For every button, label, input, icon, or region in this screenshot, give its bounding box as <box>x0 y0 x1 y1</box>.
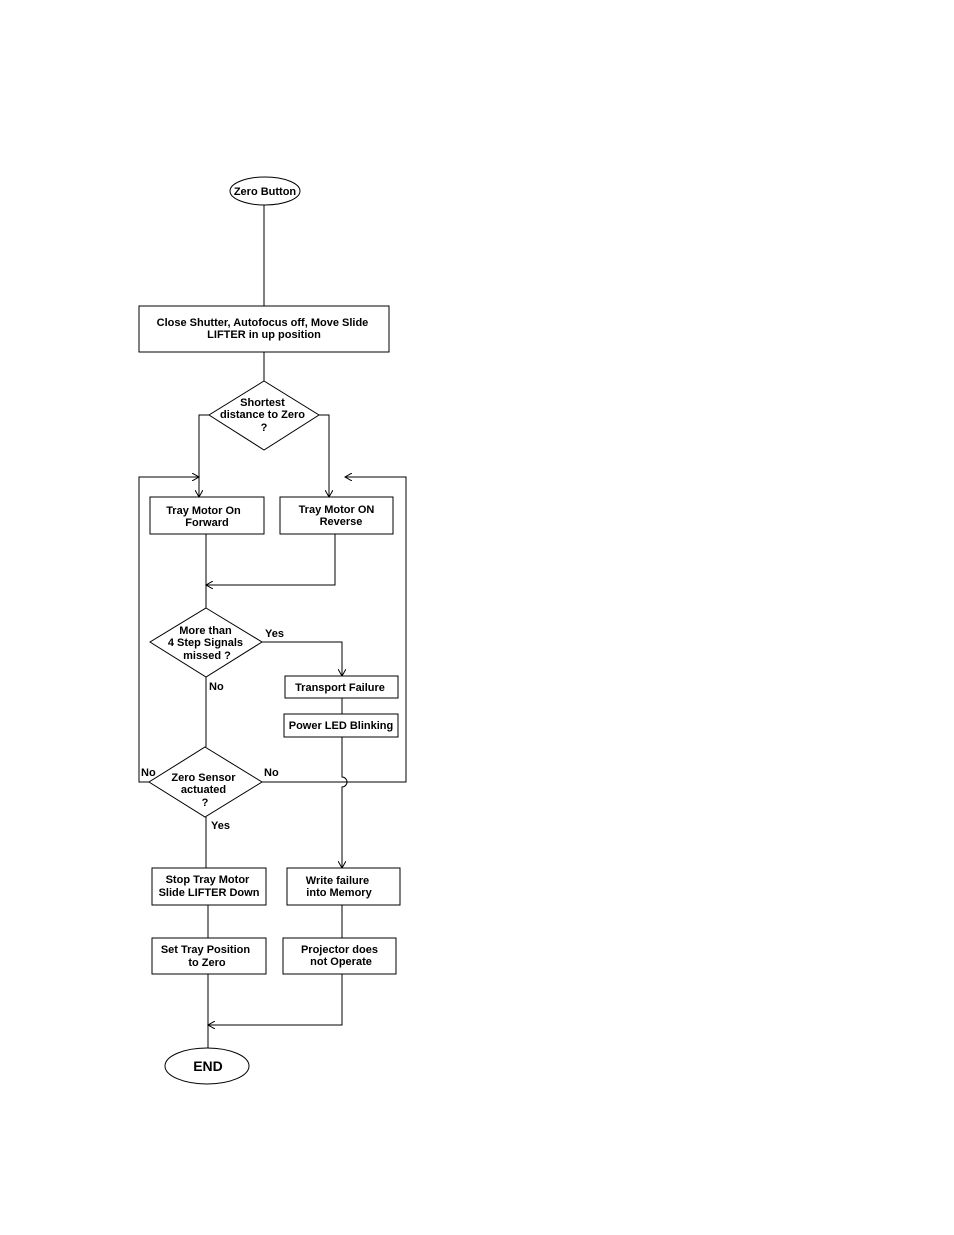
connectors <box>138 205 407 1048</box>
projector-box: Projector does not Operate <box>282 937 397 975</box>
branch-labels: Yes No No No Yes <box>141 628 284 832</box>
label-more-yes: Yes <box>265 628 284 640</box>
set-tray-box: Set Tray Position to Zero <box>151 937 267 975</box>
label-zero-no-left: No <box>141 767 156 779</box>
connector-zero-no-left-loop <box>138 477 199 783</box>
transport-failure-box: Transport Failure <box>284 675 399 699</box>
stop-tray-label: Stop Tray Motor Slide LIFTER Down <box>159 874 260 899</box>
tray-motor-forward-box: Tray Motor On Forward <box>149 496 265 535</box>
zero-sensor-label: Zero Sensor actuated ? <box>171 772 238 809</box>
zero-sensor-decision: Zero Sensor actuated ? <box>148 746 263 818</box>
label-zero-no-right: No <box>264 767 279 779</box>
power-led-label: Power LED Blinking <box>289 720 394 732</box>
connector-zero-no-right-loop <box>262 477 407 783</box>
shortest-distance-decision: Shortest distance to Zero ? <box>208 380 320 451</box>
close-shutter-label: Close Shutter, Autofocus off, Move Slide… <box>157 317 372 341</box>
write-failure-label: Write failure into Memory <box>306 875 373 899</box>
label-more-no: No <box>209 681 224 693</box>
connector-more-yes <box>262 641 342 676</box>
close-shutter-box: Close Shutter, Autofocus off, Move Slide… <box>138 305 390 353</box>
shortest-distance-label: Shortest distance to Zero ? <box>220 397 308 434</box>
step-signals-label: More than 4 Step Signals missed ? <box>168 625 246 662</box>
end-terminal-label: END <box>193 1058 223 1074</box>
stop-tray-box: Stop Tray Motor Slide LIFTER Down <box>151 867 267 906</box>
projector-label: Projector does not Operate <box>301 944 381 968</box>
connector-led-to-write <box>342 737 348 868</box>
start-terminal: Zero Button <box>229 176 301 206</box>
tray-motor-reverse-label: Tray Motor ON Reverse <box>299 504 378 528</box>
end-terminal: END <box>164 1047 250 1085</box>
write-failure-box: Write failure into Memory <box>286 867 401 906</box>
connector-shortest-to-reverse <box>319 414 329 497</box>
tray-motor-forward-label: Tray Motor On Forward <box>166 505 244 529</box>
set-tray-label: Set Tray Position to Zero <box>161 944 253 969</box>
connector-reverse-to-merge <box>206 534 336 585</box>
transport-failure-label: Transport Failure <box>295 682 385 694</box>
tray-motor-reverse-box: Tray Motor ON Reverse <box>279 496 394 535</box>
step-signals-decision: More than 4 Step Signals missed ? <box>149 607 263 678</box>
label-zero-yes: Yes <box>211 820 230 832</box>
connector-projector-to-merge <box>208 974 343 1025</box>
connector-shortest-to-forward <box>199 414 209 497</box>
start-terminal-label: Zero Button <box>234 186 297 198</box>
power-led-box: Power LED Blinking <box>283 713 399 738</box>
